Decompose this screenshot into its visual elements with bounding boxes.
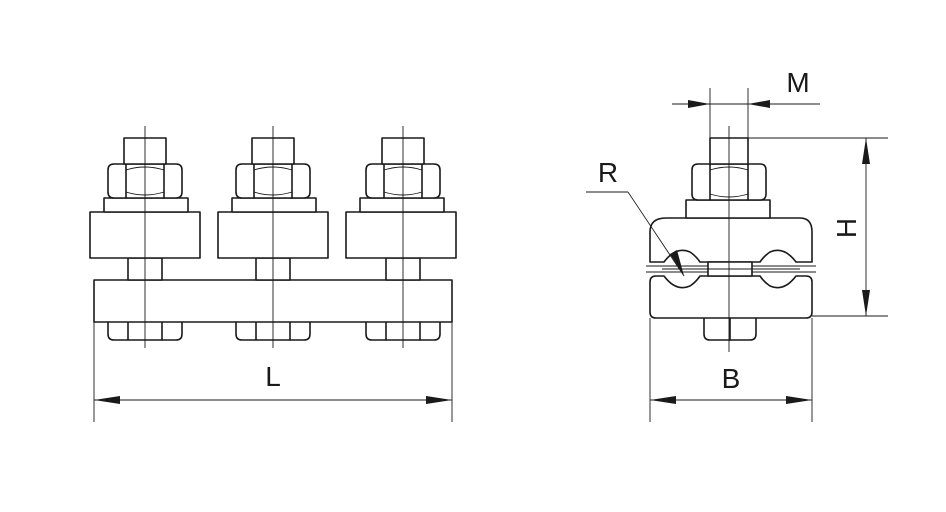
- dimension-length: L: [93, 322, 453, 422]
- bolt-shanks: [127, 257, 421, 281]
- dimension-width: B: [649, 318, 813, 422]
- front-view: L: [89, 126, 457, 422]
- side-upper-jaw: [649, 217, 813, 263]
- dimension-height: H: [748, 137, 888, 317]
- width-label: B: [722, 363, 741, 394]
- front-centerlines: [144, 126, 404, 348]
- top-nuts: [107, 163, 441, 199]
- side-lower-jaw: [649, 275, 813, 319]
- bolt-tips: [123, 137, 425, 165]
- length-label: L: [265, 361, 281, 392]
- bolt-label: M: [786, 67, 809, 98]
- radius-label: R: [598, 157, 618, 188]
- height-label: H: [831, 218, 862, 238]
- side-bottom-nut: [703, 315, 757, 341]
- side-view: M H B R: [586, 67, 888, 422]
- side-washer: [685, 199, 771, 219]
- clamp-block-3: [345, 211, 457, 259]
- dimension-radius: R: [586, 157, 685, 277]
- bottom-nuts: [107, 317, 441, 341]
- dimension-bolt: M: [672, 67, 820, 138]
- washers: [103, 197, 445, 213]
